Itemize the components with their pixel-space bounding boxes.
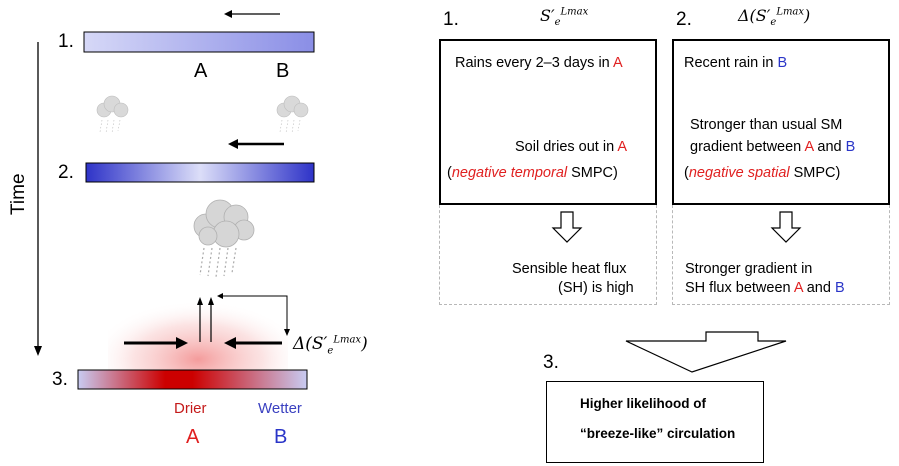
time-label: Time	[8, 173, 29, 215]
box-sh-gradient: Stronger gradient in SH flux between A a…	[672, 205, 890, 305]
stage1-label-b: B	[276, 60, 290, 82]
box2-line4: (negative spatial SMPC)	[684, 165, 841, 181]
box-temporal: Rains every 2–3 days in A Soil dries out…	[439, 39, 657, 205]
box1-line2: Soil dries out in A	[515, 139, 628, 155]
stage3-soil-bar	[77, 369, 308, 390]
box2-line3: gradient between A and B	[690, 139, 856, 155]
small-cloud-right	[276, 95, 309, 134]
stage-number-1: 1.	[58, 31, 74, 52]
final-number: 3.	[543, 352, 559, 373]
box3-line1: Sensible heat flux	[512, 261, 627, 277]
box2-line2: Stronger than usual SM	[690, 117, 843, 133]
box1-line3: (negative temporal SMPC)	[447, 165, 618, 181]
stage1-soil-bar	[83, 31, 315, 53]
box4-line2: SH flux between A and B	[685, 280, 845, 296]
delta-annotation: Δ(S′eLmax)	[293, 334, 368, 357]
gradient-bracket	[222, 295, 288, 330]
box-spatial: Recent rain in B Stronger than usual SM …	[672, 39, 890, 205]
stage2-soil-bar	[85, 162, 315, 183]
box3-line2: (SH) is high	[558, 280, 634, 296]
hollow-arrow-5	[625, 331, 787, 373]
stage-number-3: 3.	[52, 369, 68, 390]
rain-cloud	[193, 199, 255, 278]
col2-number: 2.	[676, 9, 692, 30]
box2-line1: Recent rain in B	[684, 55, 788, 71]
heat-glow	[108, 276, 288, 374]
final-line2: “breeze-like” circulation	[580, 426, 736, 441]
box-final: Higher likelihood of “breeze-like” circu…	[546, 381, 764, 463]
stage3-label-b: B	[274, 426, 288, 448]
stage1-label-a: A	[194, 60, 208, 82]
hollow-arrow-4	[770, 211, 802, 243]
col1-header: S′eLmax	[540, 6, 589, 29]
box4-line1: Stronger gradient in	[685, 261, 813, 277]
wetter-label: Wetter	[258, 400, 302, 417]
stage3-label-a: A	[186, 426, 200, 448]
box1-line1: Rains every 2–3 days in A	[455, 55, 623, 71]
final-line1: Higher likelihood of	[580, 396, 707, 411]
col2-header: Δ(S′eLmax)	[738, 6, 811, 29]
stage-number-2: 2.	[58, 162, 74, 183]
drier-label: Drier	[174, 400, 207, 417]
time-axis-arrowhead	[34, 346, 42, 356]
box-sensible-heat: Sensible heat flux (SH) is high	[439, 205, 657, 305]
small-cloud-left	[96, 95, 129, 134]
hollow-arrow-3	[551, 211, 583, 243]
col1-number: 1.	[443, 9, 459, 30]
